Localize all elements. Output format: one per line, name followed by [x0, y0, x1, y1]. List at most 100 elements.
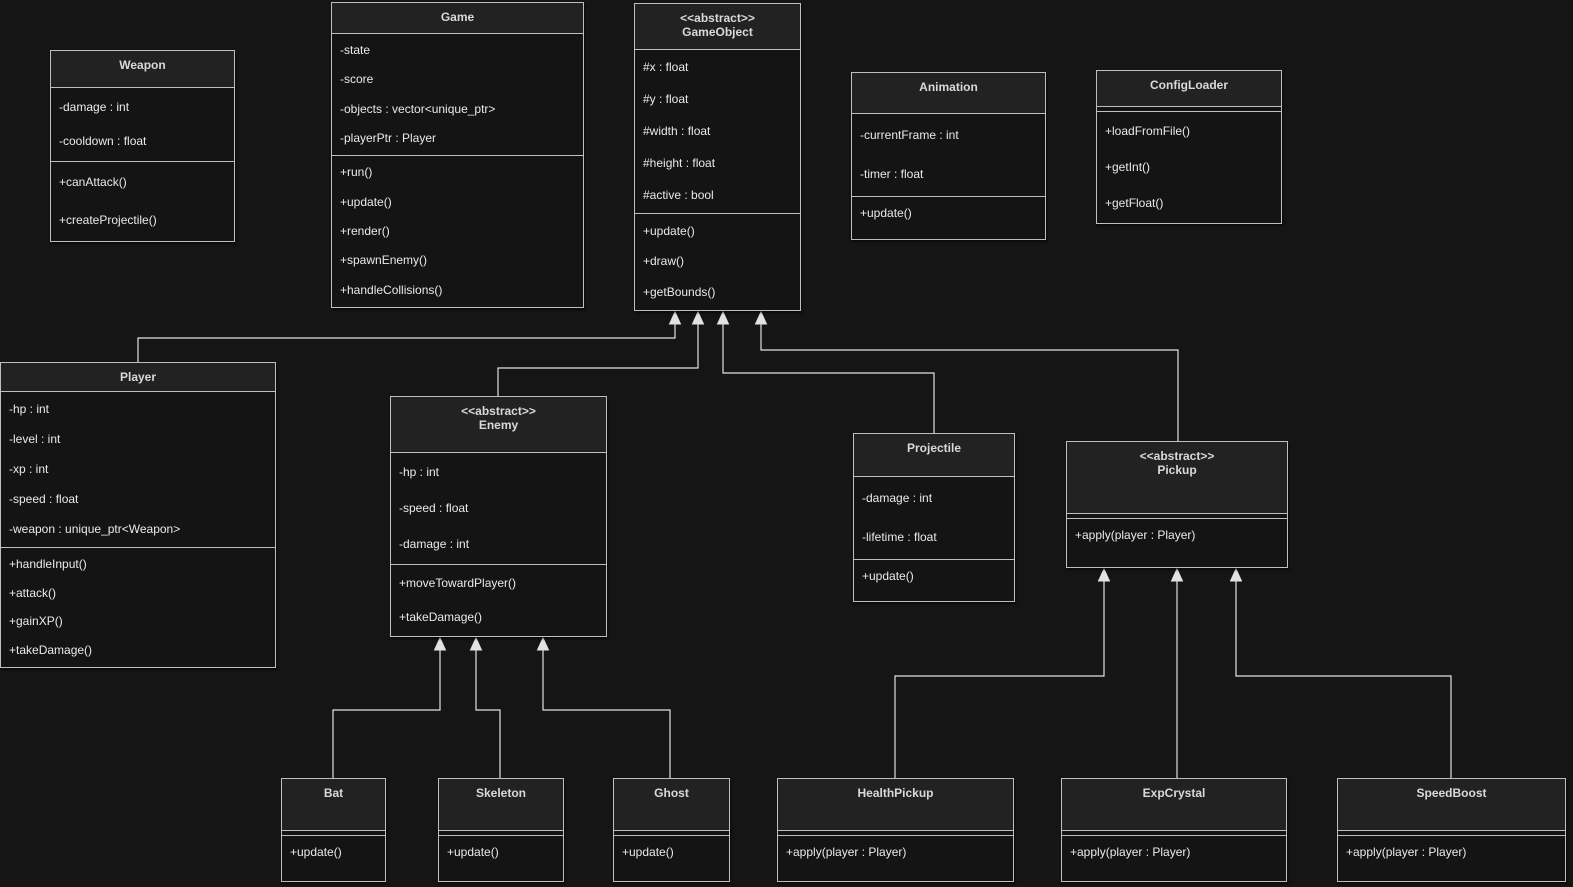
attribute-line: -state	[340, 43, 371, 58]
methods-compartment: +update()	[852, 196, 1045, 239]
attribute-line: -damage : int	[59, 99, 130, 114]
method-line: +canAttack()	[59, 175, 127, 190]
methods-compartment: +loadFromFile()+getInt()+getFloat()	[1097, 111, 1281, 223]
attribute-line: #y : float	[643, 92, 689, 107]
class-name-label: HealthPickup	[857, 786, 934, 800]
class-name-label: ConfigLoader	[1150, 78, 1228, 92]
attribute-line: -hp : int	[399, 465, 440, 480]
class-box-configloader[interactable]: ConfigLoader +loadFromFile()+getInt()+get…	[1096, 70, 1282, 224]
attribute-line: #width : float	[643, 123, 711, 138]
class-name-label: Animation	[919, 80, 978, 94]
class-title-skeleton: Skeleton	[439, 779, 563, 830]
class-title-enemy: <<abstract>>Enemy	[391, 397, 606, 452]
triangle-arrowhead-icon	[469, 636, 483, 651]
stereotype-label: <<abstract>>	[1139, 449, 1215, 463]
class-box-animation[interactable]: Animation-currentFrame : int-timer : flo…	[851, 72, 1046, 240]
methods-compartment: +apply(player : Player)	[1062, 835, 1286, 881]
attributes-compartment: -damage : int-cooldown : float	[51, 87, 234, 161]
class-title-gameobject: <<abstract>>GameObject	[635, 4, 800, 49]
class-box-gameobject[interactable]: <<abstract>>GameObject#x : float#y : flo…	[634, 3, 801, 311]
inheritance-arrow-ghost-to-enemy	[536, 636, 671, 778]
attributes-compartment	[439, 830, 563, 835]
method-line: +createProjectile()	[59, 212, 157, 227]
class-box-healthpickup[interactable]: HealthPickup +apply(player : Player)	[777, 778, 1014, 882]
inheritance-arrow-enemy-to-gameobject	[497, 310, 705, 396]
method-line: +apply(player : Player)	[1075, 528, 1196, 542]
attributes-compartment: -damage : int-lifetime : float	[854, 476, 1014, 559]
inheritance-arrow-speedboost-to-pickup	[1229, 567, 1452, 778]
inheritance-arrow-expcrystal-to-pickup	[1170, 567, 1184, 778]
class-box-pickup[interactable]: <<abstract>>Pickup +apply(player : Player…	[1066, 441, 1288, 568]
triangle-arrowhead-icon	[1229, 567, 1243, 582]
class-title-ghost: Ghost	[614, 779, 729, 830]
method-line: +update()	[862, 569, 914, 583]
class-title-speedboost: SpeedBoost	[1338, 779, 1565, 830]
attributes-compartment	[1338, 830, 1565, 835]
triangle-arrowhead-icon	[716, 310, 730, 325]
triangle-arrowhead-icon	[1097, 567, 1111, 582]
class-title-game: Game	[332, 3, 583, 33]
method-line: +takeDamage()	[9, 643, 93, 658]
method-line: +handleInput()	[9, 556, 87, 571]
class-box-skeleton[interactable]: Skeleton +update()	[438, 778, 564, 882]
attribute-line: -objects : vector<unique_ptr>	[340, 101, 496, 116]
method-line: +takeDamage()	[399, 609, 483, 624]
class-title-player: Player	[1, 363, 275, 391]
method-line: +getFloat()	[1105, 195, 1164, 210]
class-box-bat[interactable]: Bat+update()	[281, 778, 386, 882]
class-box-player[interactable]: Player -hp : int -level : int -xp : int -spe…	[0, 362, 276, 668]
method-line: +update()	[290, 845, 342, 859]
method-line: +update()	[643, 223, 695, 238]
class-name-label: Pickup	[1157, 463, 1197, 477]
attribute-line: -level : int	[9, 431, 61, 446]
method-line: +apply(player : Player)	[786, 845, 907, 859]
method-line: +update()	[447, 845, 499, 859]
attribute-line: -playerPtr : Player	[340, 130, 437, 145]
attributes-compartment	[614, 830, 729, 835]
class-name-label: Projectile	[906, 441, 962, 455]
methods-compartment: +apply(player : Player)	[778, 835, 1013, 881]
method-line: +update()	[340, 194, 392, 209]
attribute-line: -hp : int	[9, 401, 50, 416]
class-box-projectile[interactable]: Projectile -damage : int-lifetime : float…	[853, 433, 1015, 602]
class-title-expcrystal: ExpCrystal	[1062, 779, 1286, 830]
class-box-ghost[interactable]: Ghost +update()	[613, 778, 730, 882]
method-line: +attack()	[9, 585, 57, 600]
method-line: +run()	[340, 165, 373, 180]
class-box-expcrystal[interactable]: ExpCrystal +apply(player : Player)	[1061, 778, 1287, 882]
class-box-enemy[interactable]: <<abstract>>Enemy-hp : int-speed : float…	[390, 396, 607, 637]
methods-compartment: +apply(player : Player)	[1067, 518, 1287, 567]
method-line: +getBounds()	[643, 285, 716, 300]
method-line: +draw()	[643, 254, 685, 269]
methods-compartment: +update()	[282, 835, 385, 881]
class-name-label: Game	[440, 10, 475, 24]
method-line: +loadFromFile()	[1105, 124, 1191, 139]
method-line: +spawnEnemy()	[340, 253, 428, 268]
attribute-line: -lifetime : float	[862, 530, 937, 544]
attributes-compartment: -hp : int-speed : float-damage : int	[391, 452, 606, 564]
class-box-speedboost[interactable]: SpeedBoost+apply(player : Player)	[1337, 778, 1566, 882]
class-name-label: GameObject	[682, 25, 753, 39]
attributes-compartment	[1062, 830, 1286, 835]
class-title-weapon: Weapon	[51, 51, 234, 87]
class-box-weapon[interactable]: Weapon-damage : int-cooldown : float+can…	[50, 50, 235, 242]
class-box-game[interactable]: Game-state-score-objects : vector<unique…	[331, 2, 584, 308]
attribute-line: -weapon : unique_ptr<Weapon>	[9, 522, 181, 537]
method-line: +update()	[622, 845, 674, 859]
methods-compartment: +update()	[614, 835, 729, 881]
attribute-line: -xp : int	[9, 461, 49, 476]
method-line: +apply(player : Player)	[1070, 845, 1191, 859]
class-title-pickup: <<abstract>>Pickup	[1067, 442, 1287, 513]
methods-compartment: +update() +draw() +getBounds()	[635, 213, 800, 310]
attribute-line: -speed : float	[9, 492, 79, 507]
methods-compartment: +canAttack() +createProjectile()	[51, 161, 234, 241]
attributes-compartment: -hp : int -level : int -xp : int -speed : f…	[1, 391, 275, 547]
methods-compartment: +handleInput()+attack()+gainXP()+takeDam…	[1, 547, 275, 667]
triangle-arrowhead-icon	[433, 636, 447, 651]
inheritance-arrow-healthpickup-to-pickup	[894, 567, 1111, 778]
triangle-arrowhead-icon	[668, 310, 682, 325]
class-name-label: Player	[119, 370, 157, 384]
triangle-arrowhead-icon	[754, 310, 768, 325]
